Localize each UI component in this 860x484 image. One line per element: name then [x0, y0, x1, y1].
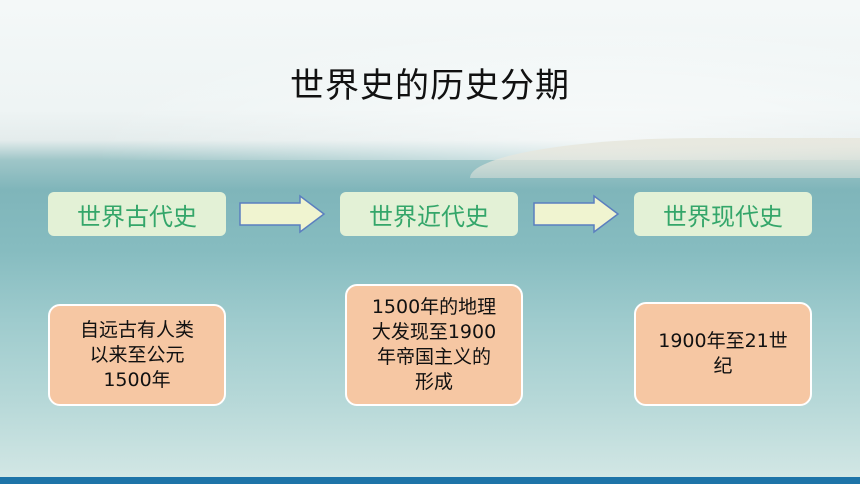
desc-line: 以来至公元 — [89, 343, 185, 366]
desc-ancient: 自远古有人类 以来至公元 1500年 — [48, 304, 226, 406]
desc-line: 1900年至21世 — [658, 330, 788, 352]
sky-background — [0, 0, 860, 160]
desc-line: 年帝国主义的 — [376, 346, 491, 368]
desc-contemporary: 1900年至21世 纪 — [634, 302, 812, 406]
right-arrow-icon — [533, 194, 620, 234]
slide-title: 世界史的历史分期 — [290, 66, 570, 106]
right-arrow-icon — [239, 194, 326, 234]
desc-line: 1500年 — [103, 368, 171, 391]
desc-modern: 1500年的地理 大发现至1900 年帝国主义的 形成 — [345, 284, 523, 406]
desc-line: 大发现至1900 — [371, 321, 497, 343]
desc-line: 自远古有人类 — [79, 318, 194, 341]
period-contemporary: 世界现代史 — [634, 192, 812, 236]
period-ancient: 世界古代史 — [48, 192, 226, 236]
bottom-band — [0, 477, 860, 484]
desc-line: 形成 — [414, 371, 453, 393]
desc-line: 纪 — [713, 355, 733, 377]
period-modern: 世界近代史 — [340, 192, 518, 236]
desc-line: 1500年的地理 — [371, 296, 497, 318]
